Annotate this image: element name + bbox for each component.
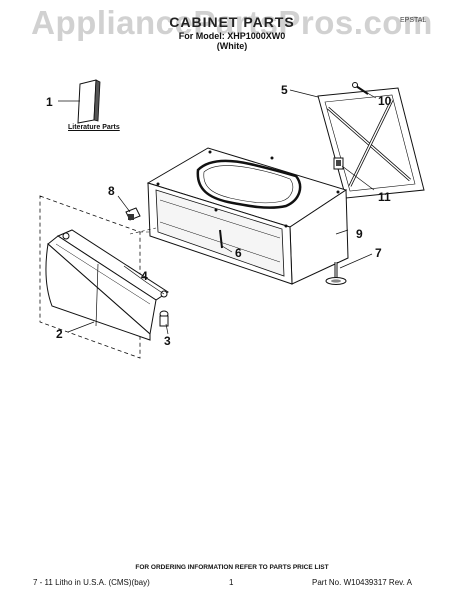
bumper: [159, 310, 169, 327]
callout-11: 11: [378, 190, 391, 204]
callout-2: 2: [56, 327, 63, 341]
assembly-dashed-outline: [39, 195, 141, 359]
callout-7: 7: [375, 246, 382, 260]
page-title: CABINET PARTS: [169, 14, 295, 30]
ordering-note: FOR ORDERING INFORMATION REFER TO PARTS …: [135, 564, 329, 571]
literature-parts-label: Literature Parts: [68, 124, 120, 131]
leveling-leg: [325, 262, 347, 285]
watermark-text: AppliancePartsPros.com: [31, 4, 433, 41]
clip: [333, 157, 344, 170]
callout-10: 10: [378, 94, 392, 108]
callout-8: 8: [108, 184, 115, 198]
callout-5: 5: [281, 83, 288, 97]
rear-panel: [317, 87, 425, 199]
callout-9: 9: [356, 227, 363, 241]
drawer-front: [45, 229, 169, 341]
leader-lines: [58, 89, 377, 335]
callout-1: 1: [46, 95, 53, 109]
callout-6: 6: [235, 246, 242, 260]
literature-booklet: [77, 79, 101, 124]
footer-litho: 7 - 11 Litho in U.S.A. (CMS)(bay): [33, 578, 150, 587]
corner-code: EPSTAL: [400, 17, 427, 24]
callout-3: 3: [164, 334, 171, 348]
callout-4: 4: [141, 269, 148, 283]
footer-page-number: 1: [229, 578, 234, 587]
color-line: (White): [216, 41, 248, 51]
model-line: For Model: XHP1000XW0: [178, 31, 286, 41]
cabinet-box: [146, 147, 349, 285]
footer-part-number: Part No. W10439317 Rev. A: [312, 578, 412, 587]
